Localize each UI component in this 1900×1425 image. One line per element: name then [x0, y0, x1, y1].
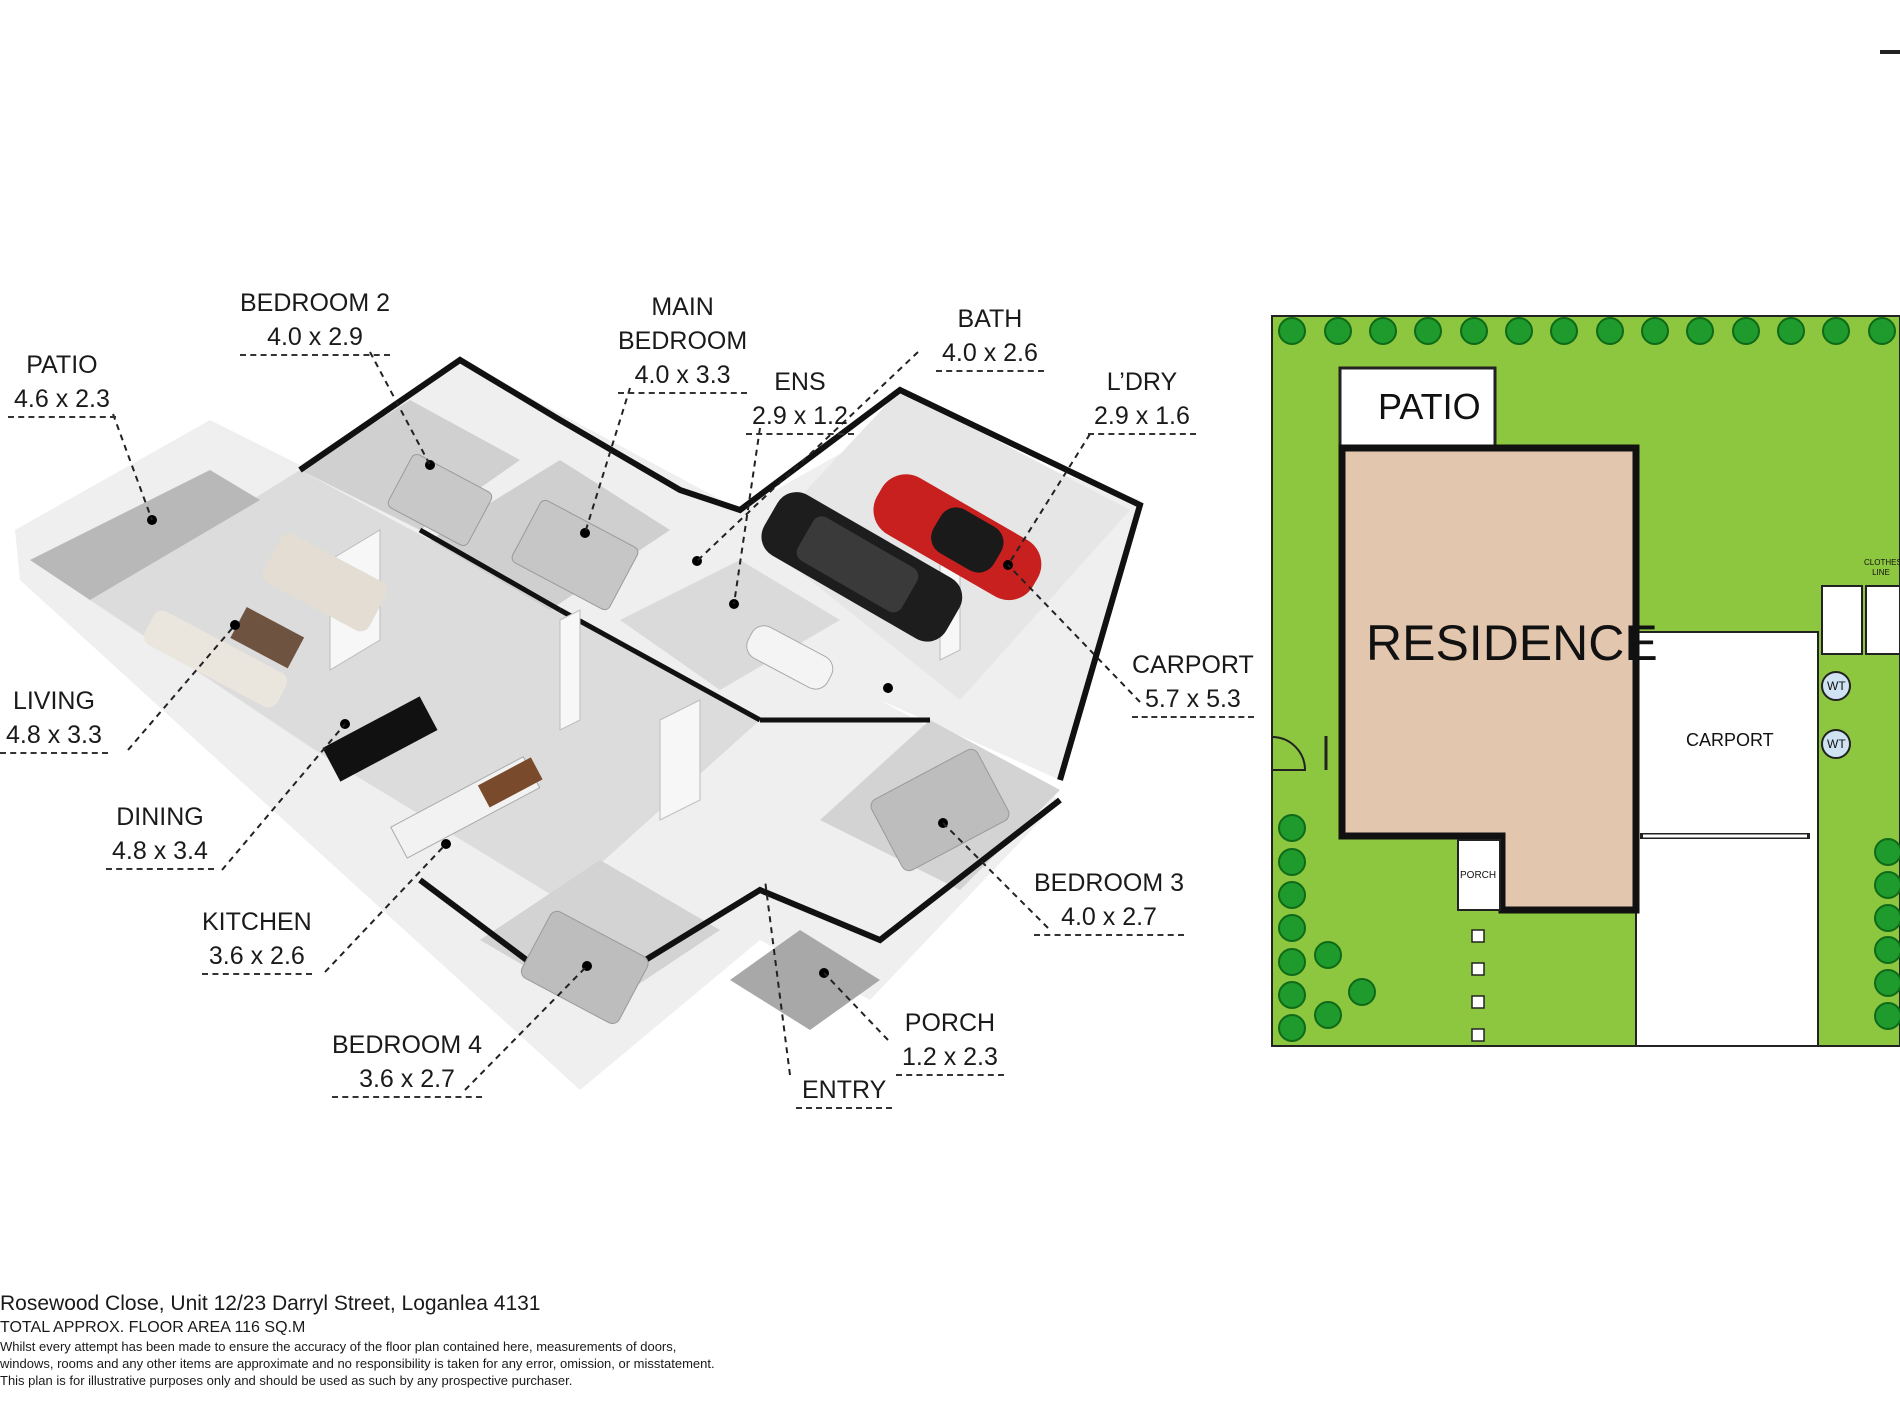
- label-bedroom2: BEDROOM 2 4.0 x 2.9: [240, 286, 391, 356]
- interior-wall: [418, 527, 562, 613]
- label-entry: ENTRY: [796, 1073, 893, 1109]
- marker-dot: [425, 460, 435, 470]
- coffee-table: [230, 606, 305, 669]
- hedge-trees: [1278, 317, 1900, 1042]
- room-name: PORCH: [904, 1009, 996, 1037]
- north-arrow-icon: [1880, 50, 1900, 54]
- site-clothes-line-label: CLOTHES LINE: [1864, 558, 1900, 577]
- disclaimer-line: windows, rooms and any other items are a…: [0, 1356, 715, 1371]
- room-name: KITCHEN: [202, 908, 312, 936]
- label-bedroom4: BEDROOM 4 3.6 x 2.7: [332, 1028, 483, 1098]
- room-dimensions: 4.0 x 2.9: [240, 320, 391, 356]
- bed: [870, 748, 1010, 872]
- floor-area: TOTAL APPROX. FLOOR AREA 116 SQ.M: [0, 1319, 306, 1336]
- water-tank: [1821, 729, 1851, 759]
- room-dimensions: 1.2 x 2.3: [896, 1040, 1004, 1076]
- site-carport-label: CARPORT: [1686, 730, 1774, 750]
- living-sofa-2: [143, 610, 288, 708]
- patio-floor: [30, 470, 260, 600]
- disclaimer-line: This plan is for illustrative purposes o…: [0, 1373, 573, 1388]
- room-name: BATH: [957, 305, 1023, 333]
- label-carport: CARPORT 5.7 x 5.3: [1132, 648, 1254, 718]
- room-dimensions: 4.8 x 3.3: [0, 718, 108, 754]
- label-ens: ENS 2.9 x 1.2: [746, 365, 854, 435]
- partition-wall: [559, 609, 581, 731]
- room-name: LIVING: [12, 687, 95, 715]
- room-name: MAIN: [651, 293, 714, 321]
- room-name: ENS: [774, 368, 826, 396]
- marker-dot: [883, 683, 893, 693]
- room-name: BEDROOM: [618, 327, 748, 355]
- residence-block: [1338, 444, 1640, 914]
- label-patio: PATIO 4.6 x 2.3: [8, 348, 116, 418]
- property-address: Rosewood Close, Unit 12/23 Darryl Street…: [0, 1292, 541, 1315]
- label-dining: DINING 4.8 x 3.4: [106, 800, 214, 870]
- room-dimensions: 4.0 x 3.3: [618, 358, 748, 394]
- label-bedroom3: BEDROOM 3 4.0 x 2.7: [1034, 866, 1185, 936]
- stepping-stones: [1471, 929, 1485, 1042]
- room-name: ENTRY: [796, 1073, 893, 1109]
- marker-dot: [580, 528, 590, 538]
- black-car: [761, 492, 963, 642]
- room-name: PATIO: [26, 351, 98, 379]
- porch-floor: [730, 930, 880, 1030]
- room-dimensions: 3.6 x 2.6: [202, 939, 312, 975]
- footer: Rosewood Close, Unit 12/23 Darryl Street…: [0, 1290, 900, 1389]
- room-name: L’DRY: [1106, 368, 1178, 396]
- water-tank: [1821, 671, 1851, 701]
- label-porch: PORCH 1.2 x 2.3: [896, 1006, 1004, 1076]
- room-name: CARPORT: [1132, 651, 1254, 679]
- room-dimensions: 3.6 x 2.7: [332, 1062, 483, 1098]
- bath-floor: [620, 560, 840, 690]
- living-wing-floor: [90, 470, 760, 900]
- label-laundry: L’DRY 2.9 x 1.6: [1088, 365, 1196, 435]
- bathtub: [746, 625, 834, 690]
- room-dimensions: 2.9 x 1.2: [746, 399, 854, 435]
- kitchen-cabinet: [477, 757, 543, 808]
- bed: [387, 453, 493, 547]
- site-porch: [1457, 839, 1501, 911]
- label-kitchen: KITCHEN 3.6 x 2.6: [202, 905, 312, 975]
- wall-outline: [298, 356, 1144, 781]
- marker-dot: [230, 620, 240, 630]
- clothes-line: [1821, 585, 1863, 655]
- site-patio: [1338, 366, 1497, 448]
- label-living: LIVING 4.8 x 3.3: [0, 684, 108, 754]
- room-dimensions: 4.6 x 2.3: [8, 382, 116, 418]
- dining-table: [322, 696, 438, 782]
- isometric-house: [15, 356, 1144, 1090]
- side-gate: [1271, 736, 1307, 771]
- site-plan: [1271, 315, 1900, 1047]
- room-dimensions: 5.7 x 5.3: [1132, 682, 1254, 718]
- room-dimensions: 2.9 x 1.6: [1088, 399, 1196, 435]
- water-tank-label: WT: [1827, 679, 1846, 693]
- label-bath: BATH 4.0 x 2.6: [936, 302, 1044, 372]
- site-patio-label: PATIO: [1378, 386, 1481, 427]
- label-main-bedroom: MAIN BEDROOM 4.0 x 3.3: [618, 290, 748, 394]
- interior-wall: [558, 607, 762, 723]
- stairs: [1865, 585, 1900, 655]
- red-car: [873, 474, 1042, 601]
- site-residence-label: RESIDENCE: [1366, 615, 1658, 671]
- leader-lines: [112, 351, 1141, 1091]
- room-name: DINING: [116, 803, 204, 831]
- room-name: BEDROOM 4: [332, 1031, 483, 1059]
- site-porch-label: PORCH: [1460, 870, 1497, 881]
- room-name: BEDROOM 3: [1034, 869, 1185, 897]
- room-name: BEDROOM 2: [240, 289, 391, 317]
- disclaimer-line: Whilst every attempt has been made to en…: [0, 1339, 677, 1354]
- water-tank-label: WT: [1827, 737, 1846, 751]
- partition-wall: [659, 699, 701, 821]
- living-sofa: [262, 533, 388, 632]
- room-dimensions: 4.8 x 3.4: [106, 834, 214, 870]
- room-dimensions: 4.0 x 2.7: [1034, 900, 1185, 936]
- bed: [511, 499, 639, 611]
- room-dimensions: 4.0 x 2.6: [936, 336, 1044, 372]
